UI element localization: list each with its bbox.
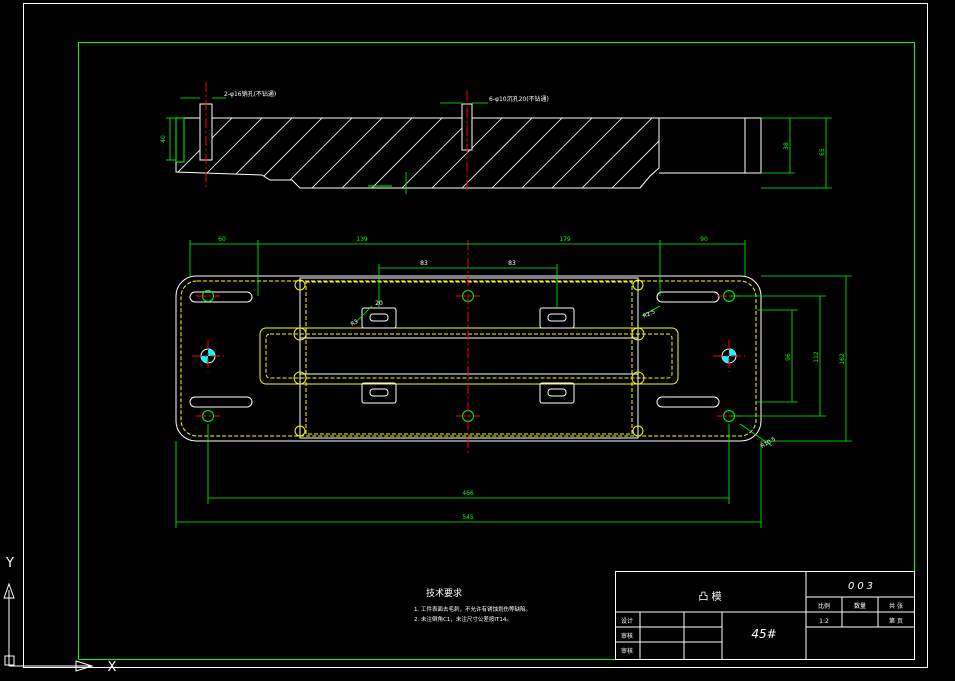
notes-line-2: 2. 未注倒角C1，未注尺寸公差按IT14。 bbox=[414, 615, 512, 623]
sheet-border bbox=[23, 3, 928, 668]
part-name: 凸 模 bbox=[698, 591, 721, 603]
plan-view[interactable]: 60 139 179 90 83 83 20 466 545 96 112 16… bbox=[175, 236, 852, 528]
section-view[interactable]: 40 38 65 2-φ16销孔(不钻通) 6-φ10沉孔20(不钻通) bbox=[160, 82, 832, 194]
dim-right-mid: 112 bbox=[813, 351, 820, 363]
plan-centerlines bbox=[192, 240, 745, 456]
ucs-y-label: Y bbox=[5, 556, 14, 571]
punch-hidden bbox=[305, 281, 633, 435]
dim-side-thickness: 40 bbox=[160, 135, 167, 143]
section-outline bbox=[175, 117, 660, 189]
drawing-frame bbox=[78, 42, 915, 660]
dim-bottom-inner: 466 bbox=[462, 490, 474, 497]
dim-side-right-outer: 65 bbox=[819, 148, 826, 156]
dim-slot-left: 83 bbox=[420, 260, 428, 267]
rib-top bbox=[299, 337, 639, 375]
dim-top-mid-left: 139 bbox=[356, 236, 368, 243]
rib-inner bbox=[265, 333, 673, 379]
label-quantity: 数量 bbox=[854, 602, 866, 610]
dim-slot-right: 83 bbox=[508, 260, 516, 267]
notes-heading: 技术要求 bbox=[426, 587, 462, 599]
sheet-value: 第 页 bbox=[889, 617, 903, 625]
dim-small-width: 20 bbox=[375, 300, 383, 307]
plan-dimension-lines bbox=[175, 240, 852, 528]
callout-r-small: R3 bbox=[350, 319, 360, 328]
row-approve: 审核 bbox=[621, 647, 633, 655]
dim-top-left: 60 bbox=[218, 236, 226, 243]
callout-pin-holes: 2-φ16销孔(不钻通) bbox=[224, 90, 276, 98]
material: 45# bbox=[751, 627, 776, 641]
title-block[interactable]: 凸 模 003 45# 比例 数量 共 张 1:2 第 页 设计 审核 审核 bbox=[615, 571, 915, 660]
callout-r-left: R2.5 bbox=[642, 309, 656, 320]
label-scale: 比例 bbox=[818, 602, 830, 610]
dim-right-inner: 96 bbox=[785, 353, 792, 361]
drawing-number: 003 bbox=[848, 581, 876, 592]
label-sheets: 共 张 bbox=[889, 602, 903, 610]
notes-line-1: 1. 工件表面去毛刺，不允许有锈蚀划伤等缺陷。 bbox=[414, 605, 531, 613]
scale-value: 1:2 bbox=[819, 618, 829, 625]
row-check: 审核 bbox=[621, 632, 633, 640]
row-design: 设计 bbox=[621, 617, 633, 625]
dim-top-mid-right: 179 bbox=[559, 236, 571, 243]
ucs-x-label: X bbox=[108, 660, 117, 675]
dim-top-right: 90 bbox=[700, 236, 708, 243]
left-chamfer bbox=[175, 117, 185, 163]
ucs-icon: Y X bbox=[3, 556, 117, 675]
dim-bottom-overall: 545 bbox=[462, 514, 474, 521]
section-outline-right bbox=[659, 117, 762, 174]
callout-counterbores: 6-φ10沉孔20(不钻通) bbox=[489, 95, 549, 103]
adjustment-slots bbox=[189, 291, 720, 408]
rib-outline bbox=[259, 327, 679, 385]
dim-right-outer: 162 bbox=[839, 353, 846, 365]
technical-requirements[interactable]: 技术要求 1. 工件表面去毛刺，不允许有锈蚀划伤等缺陷。 2. 未注倒角C1，未… bbox=[414, 587, 531, 623]
dim-side-right-inner: 38 bbox=[783, 142, 790, 150]
